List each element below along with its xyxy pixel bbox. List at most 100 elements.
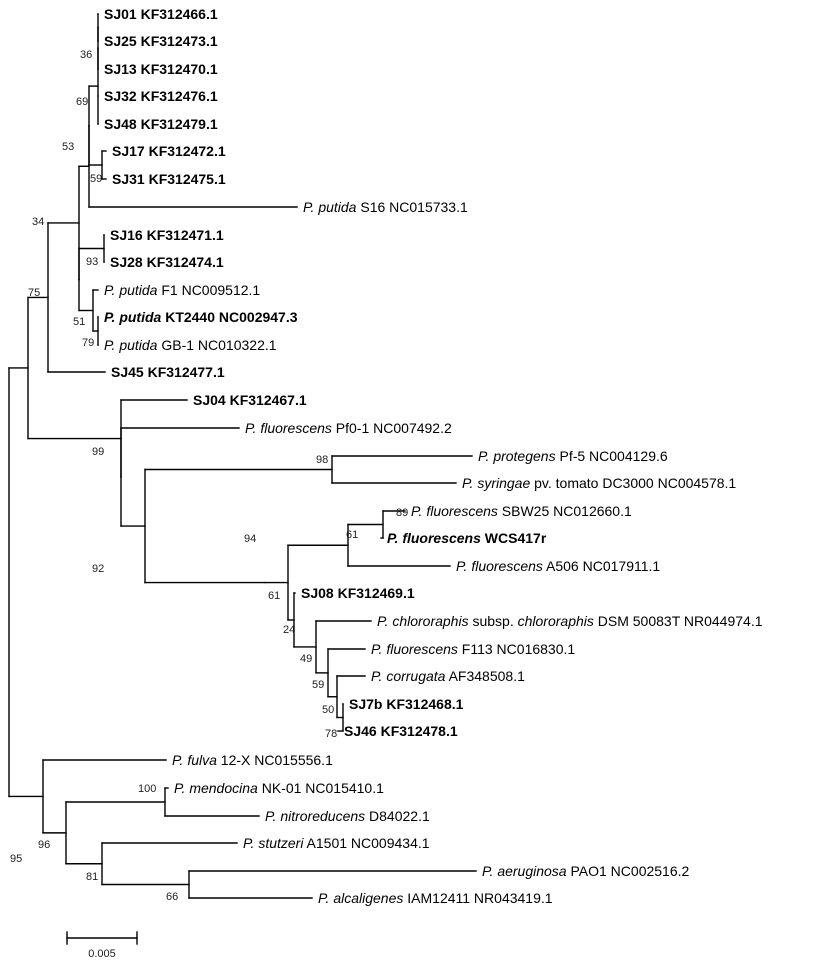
leaf-label-part: SJ04 KF312467.1 xyxy=(193,392,307,408)
leaf-label-part: A506 NC017911.1 xyxy=(543,558,660,574)
bootstrap-value: 59 xyxy=(90,173,102,185)
bootstrap-value: 59 xyxy=(312,679,324,691)
bootstrap-value: 99 xyxy=(92,446,104,458)
leaf-label-sj13: SJ13 KF312470.1 xyxy=(104,61,218,77)
leaf-label-part: A1501 NC009434.1 xyxy=(303,835,429,851)
leaf-label-stutzeri: P. stutzeri A1501 NC009434.1 xyxy=(243,835,430,851)
leaf-label-part: P. alcaligenes xyxy=(318,890,403,906)
leaf-label-mendocina: P. mendocina NK-01 NC015410.1 xyxy=(174,780,384,796)
leaf-label-sj7b: SJ7b KF312468.1 xyxy=(349,696,464,712)
leaf-label-aeruginosa: P. aeruginosa PAO1 NC002516.2 xyxy=(482,863,690,879)
bootstrap-value: 53 xyxy=(62,141,74,153)
bootstrap-value: 51 xyxy=(73,316,85,328)
leaf-label-sj08: SJ08 KF312469.1 xyxy=(301,585,415,601)
leaf-label-part: SJ01 KF312466.1 xyxy=(104,6,218,22)
leaf-label-part: P. mendocina xyxy=(174,780,258,796)
leaf-label-f1: P. putida F1 NC009512.1 xyxy=(104,282,260,298)
leaf-label-part: SJ16 KF312471.1 xyxy=(110,227,224,243)
leaf-label-part: F1 NC009512.1 xyxy=(157,282,260,298)
leaf-label-f113: P. fluorescens F113 NC016830.1 xyxy=(371,641,575,657)
leaf-label-part: P. chlororaphis xyxy=(377,613,469,629)
leaf-label-part: P. fluorescens xyxy=(456,558,543,574)
bootstrap-value: 92 xyxy=(92,563,104,575)
leaf-label-part: subsp. xyxy=(469,613,518,629)
bootstrap-value: 36 xyxy=(80,49,92,61)
tree-branches xyxy=(8,13,477,899)
bootstrap-value: 96 xyxy=(38,839,50,851)
leaf-label-part: P. putida xyxy=(104,282,158,298)
leaf-label-sj48: SJ48 KF312479.1 xyxy=(104,116,218,132)
bootstrap-value: 98 xyxy=(316,454,328,466)
leaf-label-sj28: SJ28 KF312474.1 xyxy=(110,254,224,270)
leaf-label-nitroreducens: P. nitroreducens D84022.1 xyxy=(265,808,430,824)
leaf-label-part: SJ13 KF312470.1 xyxy=(104,61,218,77)
leaf-label-part: Pf0-1 NC007492.2 xyxy=(332,420,452,436)
leaf-label-part: P. corrugata xyxy=(371,668,446,684)
bootstrap-value: 93 xyxy=(86,256,98,268)
leaf-label-part: S16 NC015733.1 xyxy=(356,199,468,215)
leaf-label-part: Pf-5 NC004129.6 xyxy=(556,448,668,464)
bootstrap-value: 89 xyxy=(396,507,408,519)
leaf-label-part: D84022.1 xyxy=(365,808,430,824)
bootstrap-value: 24 xyxy=(283,624,295,636)
leaf-label-gb1: P. putida GB-1 NC010322.1 xyxy=(104,337,277,353)
bootstrap-value: 100 xyxy=(138,783,156,795)
leaf-label-part: pv. tomato DC3000 NC004578.1 xyxy=(530,475,736,491)
leaf-label-kt2440: P. putida KT2440 NC002947.3 xyxy=(104,309,298,325)
leaf-label-sj45: SJ45 KF312477.1 xyxy=(111,364,225,380)
leaf-label-pf01: P. fluorescens Pf0-1 NC007492.2 xyxy=(245,420,452,436)
leaf-label-part: SJ48 KF312479.1 xyxy=(104,116,218,132)
leaf-label-part: P. putida xyxy=(104,309,162,325)
leaf-label-part: WCS417r xyxy=(481,530,547,546)
leaf-label-part: P. aeruginosa xyxy=(482,863,567,879)
leaf-label-part: P. fluorescens xyxy=(245,420,332,436)
leaf-label-part: SJ28 KF312474.1 xyxy=(110,254,224,270)
bootstrap-value: 61 xyxy=(268,590,280,602)
leaf-label-part: F113 NC016830.1 xyxy=(458,641,575,657)
leaf-label-part: DSM 50083T NR044974.1 xyxy=(594,613,763,629)
leaf-label-sj46: SJ46 KF312478.1 xyxy=(344,723,458,739)
bootstrap-value: 78 xyxy=(325,728,337,740)
bootstrap-value: 50 xyxy=(322,704,334,716)
leaf-label-part: P. syringae xyxy=(462,475,530,491)
leaf-label-part: IAM12411 NR043419.1 xyxy=(403,890,552,906)
bootstrap-value: 79 xyxy=(82,337,94,349)
leaf-label-part: SBW25 NC012660.1 xyxy=(498,503,632,519)
leaf-label-part: SJ31 KF312475.1 xyxy=(112,171,226,187)
leaf-label-dc3000: P. syringae pv. tomato DC3000 NC004578.1 xyxy=(462,475,736,491)
leaf-label-sj17: SJ17 KF312472.1 xyxy=(112,143,226,159)
leaf-label-alcaligenes: P. alcaligenes IAM12411 NR043419.1 xyxy=(318,890,553,906)
bootstrap-value: 81 xyxy=(86,871,98,883)
leaf-label-part: SJ17 KF312472.1 xyxy=(112,143,226,159)
bootstrap-value: 95 xyxy=(10,853,22,865)
leaf-label-a506: P. fluorescens A506 NC017911.1 xyxy=(456,558,660,574)
leaf-label-sj04: SJ04 KF312467.1 xyxy=(193,392,307,408)
leaf-label-part: AF348508.1 xyxy=(445,668,525,684)
leaf-label-part: P. nitroreducens xyxy=(265,808,365,824)
bootstrap-value: 94 xyxy=(244,533,256,545)
leaf-label-dsm50083t: P. chlororaphis subsp. chlororaphis DSM … xyxy=(377,613,763,629)
scale-bar: 0.005 xyxy=(66,931,138,960)
leaf-label-part: SJ45 KF312477.1 xyxy=(111,364,225,380)
leaf-label-sj32: SJ32 KF312476.1 xyxy=(104,88,218,104)
leaf-label-part: GB-1 NC010322.1 xyxy=(157,337,276,353)
leaf-label-wcs417r: P. fluorescens WCS417r xyxy=(387,530,547,546)
leaf-label-part: SJ08 KF312469.1 xyxy=(301,585,415,601)
leaf-label-part: P. putida xyxy=(104,337,158,353)
leaf-label-part: SJ7b KF312468.1 xyxy=(349,696,464,712)
leaf-label-part: P. fulva xyxy=(172,752,217,768)
leaf-label-part: KT2440 NC002947.3 xyxy=(161,309,297,325)
leaf-label-part: PAO1 NC002516.2 xyxy=(567,863,690,879)
leaf-label-part: NK-01 NC015410.1 xyxy=(258,780,384,796)
leaf-label-part: SJ25 KF312473.1 xyxy=(104,33,218,49)
leaf-label-part: P. stutzeri xyxy=(243,835,304,851)
leaf-label-part: SJ32 KF312476.1 xyxy=(104,88,218,104)
leaf-label-part: P. fluorescens xyxy=(387,530,481,546)
bootstrap-value: 75 xyxy=(28,287,40,299)
leaf-label-part: P. fluorescens xyxy=(371,641,458,657)
leaf-label-sj01: SJ01 KF312466.1 xyxy=(104,6,218,22)
leaf-label-sj25: SJ25 KF312473.1 xyxy=(104,33,218,49)
leaf-label-sj31: SJ31 KF312475.1 xyxy=(112,171,226,187)
